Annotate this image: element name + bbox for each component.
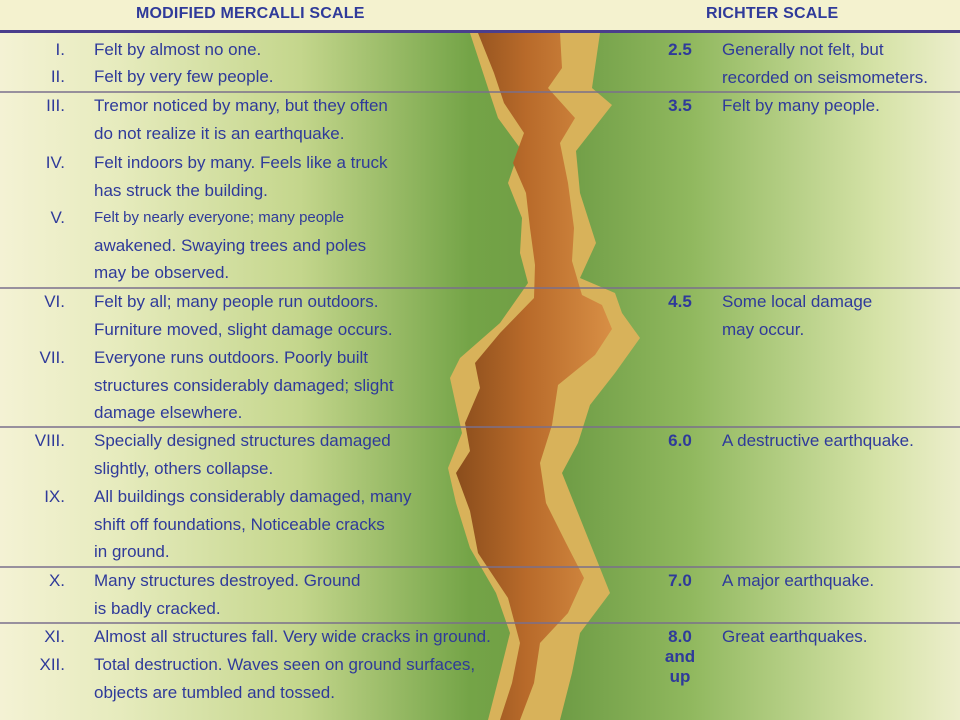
mercalli-description-line: damage elsewhere. — [94, 403, 243, 422]
row-divider — [0, 91, 960, 93]
mercalli-scale-title: MODIFIED MERCALLI SCALE — [136, 5, 365, 22]
mercalli-description-line: Felt by nearly everyone; many people — [94, 209, 345, 226]
richter-description-line: A major earthquake. — [722, 571, 875, 590]
richter-magnitude: up — [669, 667, 691, 686]
row-divider — [0, 622, 960, 624]
richter-magnitude: 6.0 — [668, 431, 692, 450]
mercalli-numeral: VIII. — [34, 431, 65, 450]
richter-description-line: A destructive earthquake. — [722, 431, 914, 450]
mercalli-description-line: awakened. Swaying trees and poles — [94, 235, 367, 255]
mercalli-numeral: II. — [50, 67, 65, 86]
mercalli-description-line: may be observed. — [94, 263, 230, 282]
richter-description-line: recorded on seismometers. — [722, 67, 928, 87]
mercalli-description-line: in ground. — [94, 542, 170, 561]
mercalli-numeral: VII. — [39, 348, 65, 367]
mercalli-description-line: Felt by very few people. — [94, 67, 274, 86]
richter-magnitude: 2.5 — [668, 40, 692, 59]
crack-body — [456, 33, 612, 720]
mercalli-description-line: Felt indoors by many. Feels like a truck — [94, 153, 388, 172]
mercalli-description-line: is badly cracked. — [94, 598, 221, 618]
row-divider — [0, 566, 960, 568]
mercalli-numeral: VI. — [44, 292, 65, 311]
mercalli-description-line: Tremor noticed by many, but they often — [94, 96, 388, 115]
mercalli-description-line: Almost all structures fall. Very wide cr… — [94, 627, 491, 646]
mercalli-numeral: I. — [55, 40, 65, 59]
richter-description-line: Generally not felt, but — [722, 40, 884, 59]
mercalli-numeral: IX. — [44, 487, 65, 506]
row-divider — [0, 426, 960, 428]
richter-description-line: Felt by many people. — [722, 96, 880, 115]
mercalli-numeral: X. — [48, 571, 65, 590]
mercalli-description-line: Everyone runs outdoors. Poorly built — [94, 348, 369, 367]
mercalli-description-line: Specially designed structures damaged — [94, 431, 391, 450]
mercalli-numeral: III. — [46, 96, 65, 115]
mercalli-description-line: objects are tumbled and tossed. — [94, 682, 335, 702]
mercalli-numeral: XI. — [44, 627, 65, 646]
richter-magnitude: 7.0 — [668, 571, 692, 590]
richter-description-line: Great earthquakes. — [722, 627, 868, 646]
richter-scale-title: RICHTER SCALE — [706, 5, 839, 22]
mercalli-description-line: structures considerably damaged; slight — [94, 375, 394, 395]
mercalli-description-line: do not realize it is an earthquake. — [94, 123, 345, 143]
mercalli-description-line: has struck the building. — [94, 180, 268, 200]
mercalli-description-line: Felt by almost no one. — [94, 40, 262, 59]
mercalli-description-line: slightly, others collapse. — [94, 458, 274, 478]
mercalli-numeral: V. — [50, 208, 65, 227]
richter-magnitude: 4.5 — [668, 292, 692, 311]
mercalli-description-line: shift off foundations, Noticeable cracks — [94, 514, 385, 534]
header-bar: MODIFIED MERCALLI SCALE RICHTER SCALE — [0, 0, 960, 33]
richter-description-line: Some local damage — [722, 292, 873, 311]
mercalli-description-line: Total destruction. Waves seen on ground … — [94, 655, 476, 674]
mercalli-description-line: Furniture moved, slight damage occurs. — [94, 319, 393, 339]
mercalli-numeral: XII. — [39, 655, 65, 674]
mercalli-numeral: IV. — [45, 153, 65, 172]
richter-magnitude: 3.5 — [668, 96, 692, 115]
ground-crack-illustration — [448, 33, 640, 720]
richter-description-line: may occur. — [722, 319, 805, 339]
row-divider — [0, 287, 960, 289]
mercalli-description-line: All buildings considerably damaged, many — [94, 487, 412, 506]
richter-magnitude: and — [664, 647, 696, 666]
mercalli-description-line: Many structures destroyed. Ground — [94, 571, 361, 590]
mercalli-description-line: Felt by all; many people run outdoors. — [94, 292, 379, 311]
richter-magnitude: 8.0 — [668, 627, 692, 646]
